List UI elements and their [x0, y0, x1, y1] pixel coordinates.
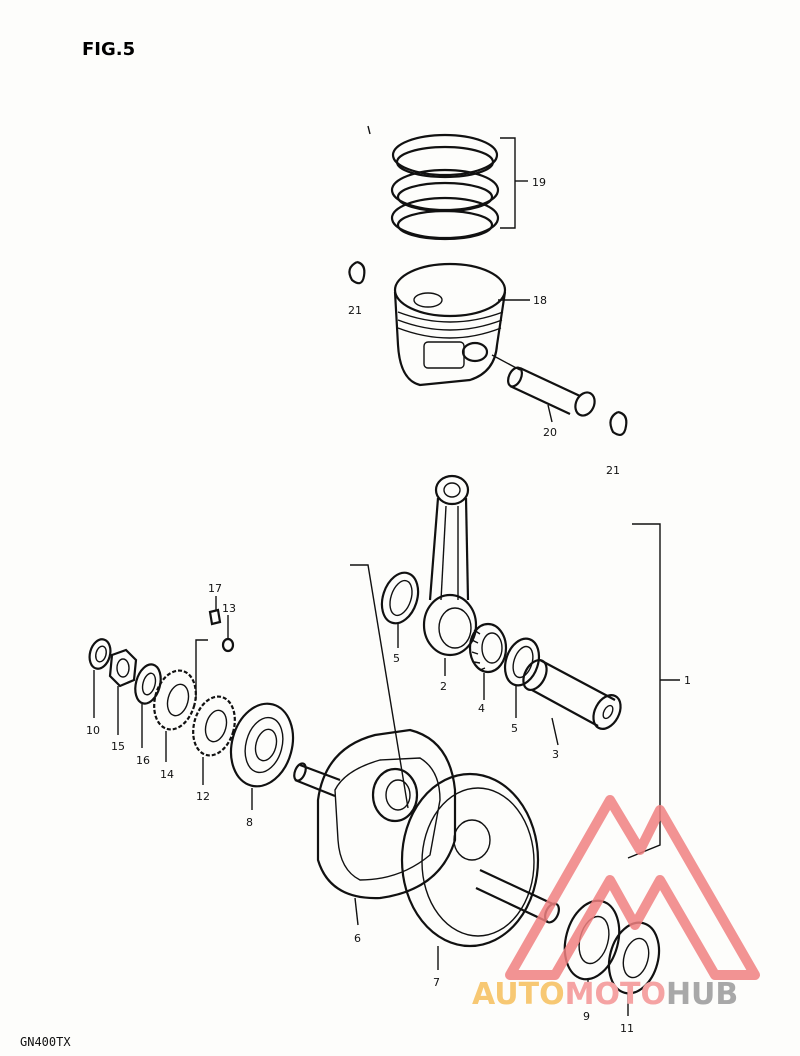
- model-code: GN400TX: [20, 1035, 71, 1049]
- piston-pin: [491, 354, 596, 423]
- label-17: 17: [208, 582, 222, 595]
- needle-bearing: [468, 622, 508, 700]
- label-1: 1: [684, 674, 691, 687]
- oil-seal-right: [607, 921, 661, 1016]
- lock-washer: [134, 663, 162, 748]
- label-10: 10: [86, 724, 100, 737]
- assembly-bracket: [627, 523, 680, 859]
- crank-web-right: [400, 772, 560, 970]
- label-5-right: 5: [511, 722, 518, 735]
- label-19: 19: [532, 176, 546, 189]
- watermark-hub: HUB: [666, 977, 738, 1012]
- primary-gear: [192, 639, 236, 785]
- main-bearing-left: [229, 702, 295, 810]
- crank-pin: [522, 659, 622, 746]
- watermark-auto: AUTO: [472, 977, 565, 1012]
- label-16: 16: [136, 754, 150, 767]
- label-12: 12: [196, 790, 210, 803]
- connecting-rod: [422, 474, 478, 676]
- nut: [108, 648, 138, 735]
- label-11: 11: [620, 1022, 634, 1035]
- circlip-left: [348, 260, 366, 285]
- label-5-left: 5: [393, 652, 400, 665]
- watermark-logo: [505, 795, 760, 980]
- label-20: 20: [543, 426, 557, 439]
- oil-seal: [88, 638, 112, 718]
- watermark-text: AUTOMOTOHUB: [472, 977, 738, 1012]
- circlip-right: [609, 410, 628, 436]
- label-14: 14: [160, 768, 174, 781]
- label-9: 9: [583, 1010, 590, 1023]
- thrust-washer-left: [380, 571, 420, 648]
- label-8: 8: [246, 816, 253, 829]
- reference-line: [350, 564, 409, 809]
- label-18: 18: [533, 294, 547, 307]
- label-6: 6: [354, 932, 361, 945]
- label-13: 13: [222, 602, 236, 615]
- crank-web-left: [293, 728, 457, 926]
- label-2: 2: [440, 680, 447, 693]
- label-15: 15: [111, 740, 125, 753]
- watermark-moto: MOTO: [565, 977, 666, 1012]
- label-21-left: 21: [348, 304, 362, 317]
- label-4: 4: [478, 702, 485, 715]
- label-21-right: 21: [606, 464, 620, 477]
- figure-title: FIG.5: [82, 39, 135, 60]
- label-3: 3: [552, 748, 559, 761]
- woodruff-key: [208, 596, 222, 626]
- piston-rings: [367, 125, 528, 241]
- pin-13: [221, 615, 235, 653]
- piston: [393, 262, 530, 387]
- label-7: 7: [433, 976, 440, 989]
